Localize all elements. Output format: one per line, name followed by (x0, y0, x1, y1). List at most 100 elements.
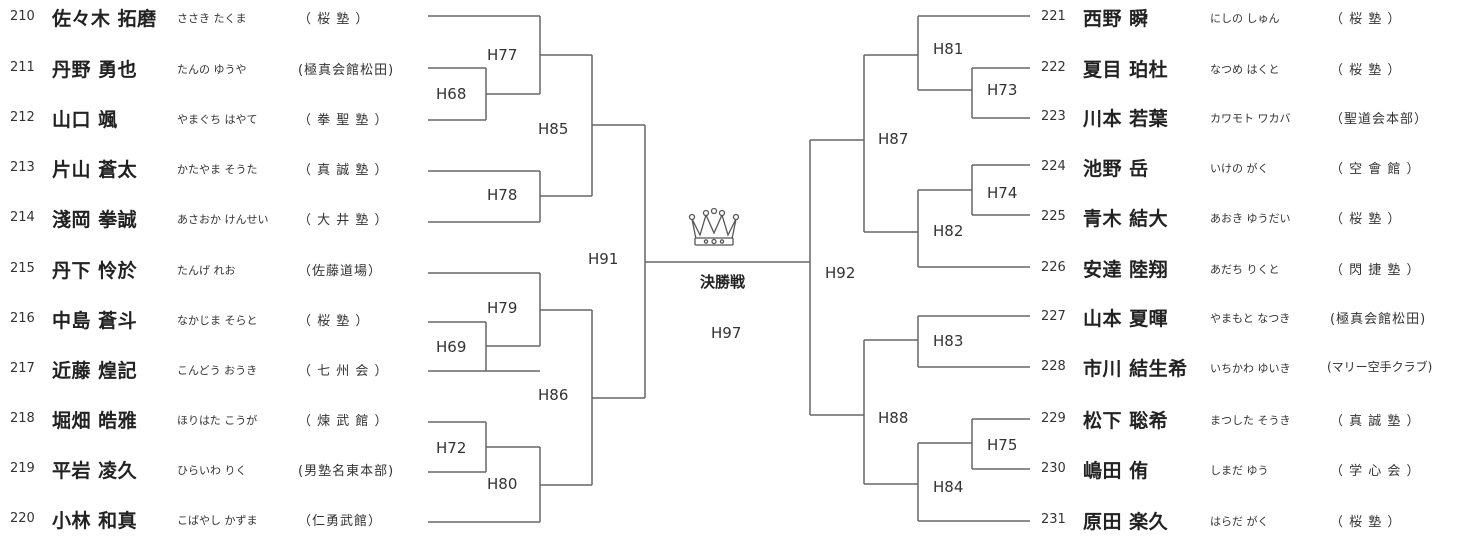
line-h80 (539, 447, 592, 522)
player-kana: カワモト ワカバ (1210, 112, 1291, 125)
player-club: （ 真 誠 塾 ） (1330, 414, 1421, 429)
entry-number: 230 (1041, 461, 1066, 476)
player-name: 市川 結生希 (1083, 358, 1188, 380)
player-name: 原田 楽久 (1083, 511, 1169, 533)
entry-number: 225 (1041, 209, 1066, 224)
player-kana: あさおか けんせい (177, 213, 269, 226)
player-club: （ 桜 塾 ） (1330, 515, 1402, 530)
match-h82: H82 (933, 222, 964, 240)
match-h92: H92 (825, 264, 856, 282)
player-kana: ひらいわ りく (177, 464, 247, 477)
player-name: 丹下 怜於 (52, 260, 138, 282)
line-h84 (864, 443, 919, 521)
player-club: （ 七 州 会 ） (298, 364, 389, 379)
match-h73: H73 (987, 81, 1018, 99)
player-club: （ 拳 聖 塾 ） (298, 113, 389, 128)
player-kana: こばやし かずま (177, 514, 258, 527)
player-name: 平岩 凌久 (52, 460, 138, 482)
player-club: （ 空 會 館 ） (1330, 162, 1421, 177)
player-kana: あだち りくと (1210, 263, 1280, 276)
match-h87: H87 (878, 130, 909, 148)
entry-number: 212 (10, 110, 35, 125)
player-name: 堀畑 皓雅 (52, 410, 138, 432)
player-club: (男塾名東本部) (298, 464, 395, 479)
match-h75: H75 (987, 436, 1018, 454)
match-h85: H85 (538, 120, 569, 138)
match-h84: H84 (933, 478, 964, 496)
player-name: 松下 聡希 (1083, 410, 1169, 432)
line-h88 (810, 340, 865, 484)
entry-number: 227 (1041, 309, 1066, 324)
line-h72 (485, 422, 540, 472)
entry-number: 224 (1041, 159, 1066, 174)
player-club: (極真会館松田) (1330, 312, 1427, 327)
player-club: (極真会館松田) (298, 63, 395, 78)
entry-number: 218 (10, 411, 35, 426)
player-club: （ 桜 塾 ） (1330, 63, 1402, 78)
player-club: （ 学 心 会 ） (1330, 464, 1421, 479)
match-h97: H97 (711, 324, 742, 342)
player-kana: なかじま そらと (177, 314, 258, 327)
player-name: 淺岡 拳誠 (52, 209, 138, 231)
player-club: （ 真 誠 塾 ） (298, 163, 389, 178)
player-kana: なつめ はくと (1210, 63, 1280, 76)
player-kana: ほりはた こうが (177, 414, 258, 427)
line-h68 (485, 68, 540, 120)
player-name: 近藤 煌記 (52, 360, 138, 382)
match-h86: H86 (538, 386, 569, 404)
player-club: （聖道会本部） (1330, 112, 1429, 127)
match-h80: H80 (487, 475, 518, 493)
match-h91: H91 (588, 250, 619, 268)
line-h75 (918, 419, 973, 469)
player-club: （ 桜 塾 ） (298, 12, 370, 27)
player-club: （佐藤道場） (298, 264, 383, 279)
player-kana: ささき たくま (177, 12, 247, 25)
final-label: 決勝戦 (700, 273, 746, 291)
entry-number: 210 (10, 9, 35, 24)
player-club: （ 桜 塾 ） (1330, 12, 1402, 27)
entry-number: 213 (10, 160, 35, 175)
match-h74: H74 (987, 184, 1018, 202)
player-club: （ 閃 捷 塾 ） (1330, 263, 1421, 278)
entry-number: 223 (1041, 109, 1066, 124)
line-h79 (539, 273, 592, 346)
player-name: 山本 夏暉 (1083, 308, 1169, 330)
player-name: 安達 陸翔 (1083, 259, 1169, 281)
entry-number: 222 (1041, 60, 1066, 75)
entry-number: 216 (10, 311, 35, 326)
match-h88: H88 (878, 409, 909, 427)
line-h78 (539, 171, 592, 222)
entry-number: 215 (10, 261, 35, 276)
player-kana: いけの がく (1210, 162, 1269, 175)
player-kana: しまだ ゆう (1210, 464, 1269, 477)
player-club: （ 大 井 塾 ） (298, 213, 389, 228)
match-h68: H68 (436, 85, 467, 103)
line-h83 (864, 316, 919, 367)
entry-number: 220 (10, 511, 35, 526)
entry-number: 217 (10, 361, 35, 376)
player-kana: たんげ れお (177, 264, 236, 277)
entry-number: 219 (10, 461, 35, 476)
player-kana: はらだ がく (1210, 515, 1269, 528)
player-name: 池野 岳 (1083, 158, 1149, 180)
line-h82 (864, 190, 919, 267)
match-h79: H79 (487, 299, 518, 317)
player-name: 中島 蒼斗 (52, 310, 138, 332)
line-h87 (810, 55, 865, 232)
player-name: 山口 颯 (52, 109, 118, 131)
match-h78: H78 (487, 186, 518, 204)
player-name: 佐々木 拓磨 (52, 8, 157, 30)
match-h77: H77 (487, 46, 518, 64)
player-kana: あおき ゆうだい (1210, 212, 1291, 225)
match-h72: H72 (436, 439, 467, 457)
match-h83: H83 (933, 332, 964, 350)
line-h86 (591, 310, 645, 485)
entry-number: 221 (1041, 9, 1066, 24)
player-club: （ 桜 塾 ） (298, 314, 370, 329)
player-name: 西野 瞬 (1083, 8, 1149, 30)
entry-number: 228 (1041, 359, 1066, 374)
player-name: 夏目 珀杜 (1083, 59, 1169, 81)
player-club: （仁勇武館） (298, 514, 383, 529)
player-name: 小林 和真 (52, 510, 138, 532)
